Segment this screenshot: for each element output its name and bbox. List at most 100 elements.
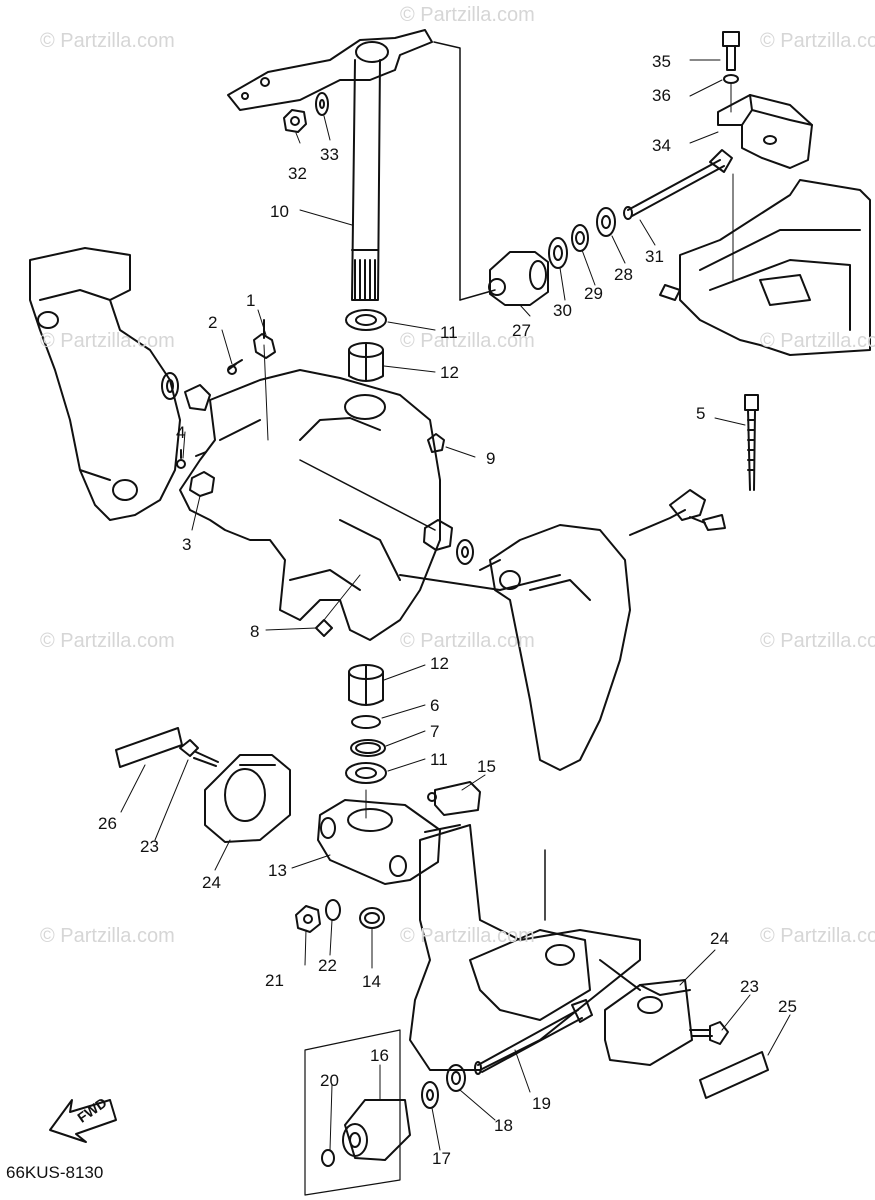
callout-14: 14 xyxy=(362,972,381,991)
lower-mount-16 xyxy=(342,1099,411,1161)
mount-cover-24-right xyxy=(604,979,693,1066)
screw-2 xyxy=(227,359,243,375)
watermark: © Partzilla.com xyxy=(400,630,535,652)
washer-28 xyxy=(596,207,616,237)
washer-17 xyxy=(421,1081,439,1109)
lower-mount-housing-13 xyxy=(317,799,461,885)
callout-2: 2 xyxy=(208,313,218,332)
callout-34: 34 xyxy=(652,136,671,155)
callout-36: 36 xyxy=(652,86,671,105)
wire-harness xyxy=(629,489,726,536)
callout-15: 15 xyxy=(477,757,496,776)
watermark: © Partzilla.com xyxy=(760,30,875,52)
nut-9 xyxy=(427,433,445,453)
clamp-15 xyxy=(427,781,481,816)
watermark: © Partzilla.com xyxy=(760,330,875,352)
callout-11-upper: 11 xyxy=(440,323,458,342)
callout-6: 6 xyxy=(430,696,440,715)
callout-28: 28 xyxy=(614,265,633,284)
callout-9: 9 xyxy=(486,449,496,468)
watermark: © Partzilla.com xyxy=(760,925,875,947)
bushing-12-lower xyxy=(348,664,384,706)
clip-3 xyxy=(189,451,215,497)
washer-11-upper xyxy=(345,309,387,331)
clamp-bracket xyxy=(29,247,181,521)
bolt-31 xyxy=(623,149,733,220)
washer-18 xyxy=(446,1064,466,1092)
callout-10: 10 xyxy=(270,202,289,221)
bolt-19 xyxy=(474,999,593,1075)
watermark: © Partzilla.com xyxy=(40,330,175,352)
drawing-code: 66KUS-8130 xyxy=(6,1163,104,1182)
callout-12-upper: 12 xyxy=(440,363,459,382)
swivel-bracket xyxy=(179,369,441,641)
callout-31: 31 xyxy=(645,247,664,266)
bolt-23-left xyxy=(179,739,219,767)
callout-22: 22 xyxy=(318,956,337,975)
upper-casing xyxy=(409,824,641,1071)
leader-lines xyxy=(120,59,791,1151)
circlip-14 xyxy=(359,907,385,929)
watermark: © Partzilla.com xyxy=(40,630,175,652)
callout-11-lower: 11 xyxy=(430,750,448,769)
bushing-12-upper xyxy=(348,342,384,382)
callout-8: 8 xyxy=(250,622,260,641)
callout-16: 16 xyxy=(370,1046,389,1065)
label-25 xyxy=(699,1051,769,1099)
washer-36 xyxy=(723,74,739,84)
callout-5: 5 xyxy=(696,404,706,423)
circlip-7 xyxy=(350,739,386,757)
collar-left xyxy=(161,372,211,411)
washer-30 xyxy=(548,237,568,269)
bolt-23-right xyxy=(689,1021,729,1045)
watermark: © Partzilla.com xyxy=(400,4,535,26)
callout-4: 4 xyxy=(176,423,186,442)
nut-21 xyxy=(295,905,321,933)
callout-24-left: 24 xyxy=(202,873,221,892)
collar-right xyxy=(423,519,474,565)
callout-32: 32 xyxy=(288,164,307,183)
watermark: © Partzilla.com xyxy=(40,30,175,52)
steering-arm xyxy=(227,29,433,111)
watermark: © Partzilla.com xyxy=(400,330,535,352)
callout-17: 17 xyxy=(432,1149,451,1168)
washer-29 xyxy=(571,224,589,252)
fwd-arrow-icon xyxy=(49,1099,117,1143)
screw-4 xyxy=(176,449,186,469)
watermark: © Partzilla.com xyxy=(40,925,175,947)
callout-33: 33 xyxy=(320,145,339,164)
callout-27: 27 xyxy=(512,321,531,340)
label-26 xyxy=(115,727,183,768)
callout-18: 18 xyxy=(494,1116,513,1135)
bolt-8 xyxy=(315,574,361,637)
watermark: © Partzilla.com xyxy=(760,630,875,652)
nut-32 xyxy=(283,109,307,133)
washer-22 xyxy=(325,899,341,921)
upper-mount-27 xyxy=(488,251,549,306)
callout-3: 3 xyxy=(182,535,192,554)
mount-cover-24-left xyxy=(204,754,291,843)
callout-1: 1 xyxy=(246,291,256,310)
bracket-34 xyxy=(717,94,813,169)
washer-11-lower xyxy=(345,762,387,784)
callout-23-left: 23 xyxy=(140,837,159,856)
callout-23-right: 23 xyxy=(740,977,759,996)
washer-20 xyxy=(321,1149,335,1167)
callout-7: 7 xyxy=(430,722,440,741)
watermark: © Partzilla.com xyxy=(400,925,535,947)
wire-tie-5 xyxy=(744,394,759,491)
callout-13: 13 xyxy=(268,861,287,880)
bottom-cowling xyxy=(659,179,871,356)
lower-casing xyxy=(399,524,631,771)
bolt-35 xyxy=(722,31,740,71)
callout-26: 26 xyxy=(98,814,117,833)
callout-20: 20 xyxy=(320,1071,339,1090)
washer-33 xyxy=(315,92,329,116)
callout-19: 19 xyxy=(532,1094,551,1113)
steering-shaft xyxy=(351,59,381,301)
callout-21: 21 xyxy=(265,971,284,990)
callout-35: 35 xyxy=(652,52,671,71)
o-ring-6 xyxy=(351,715,381,729)
callout-24-right: 24 xyxy=(710,929,729,948)
